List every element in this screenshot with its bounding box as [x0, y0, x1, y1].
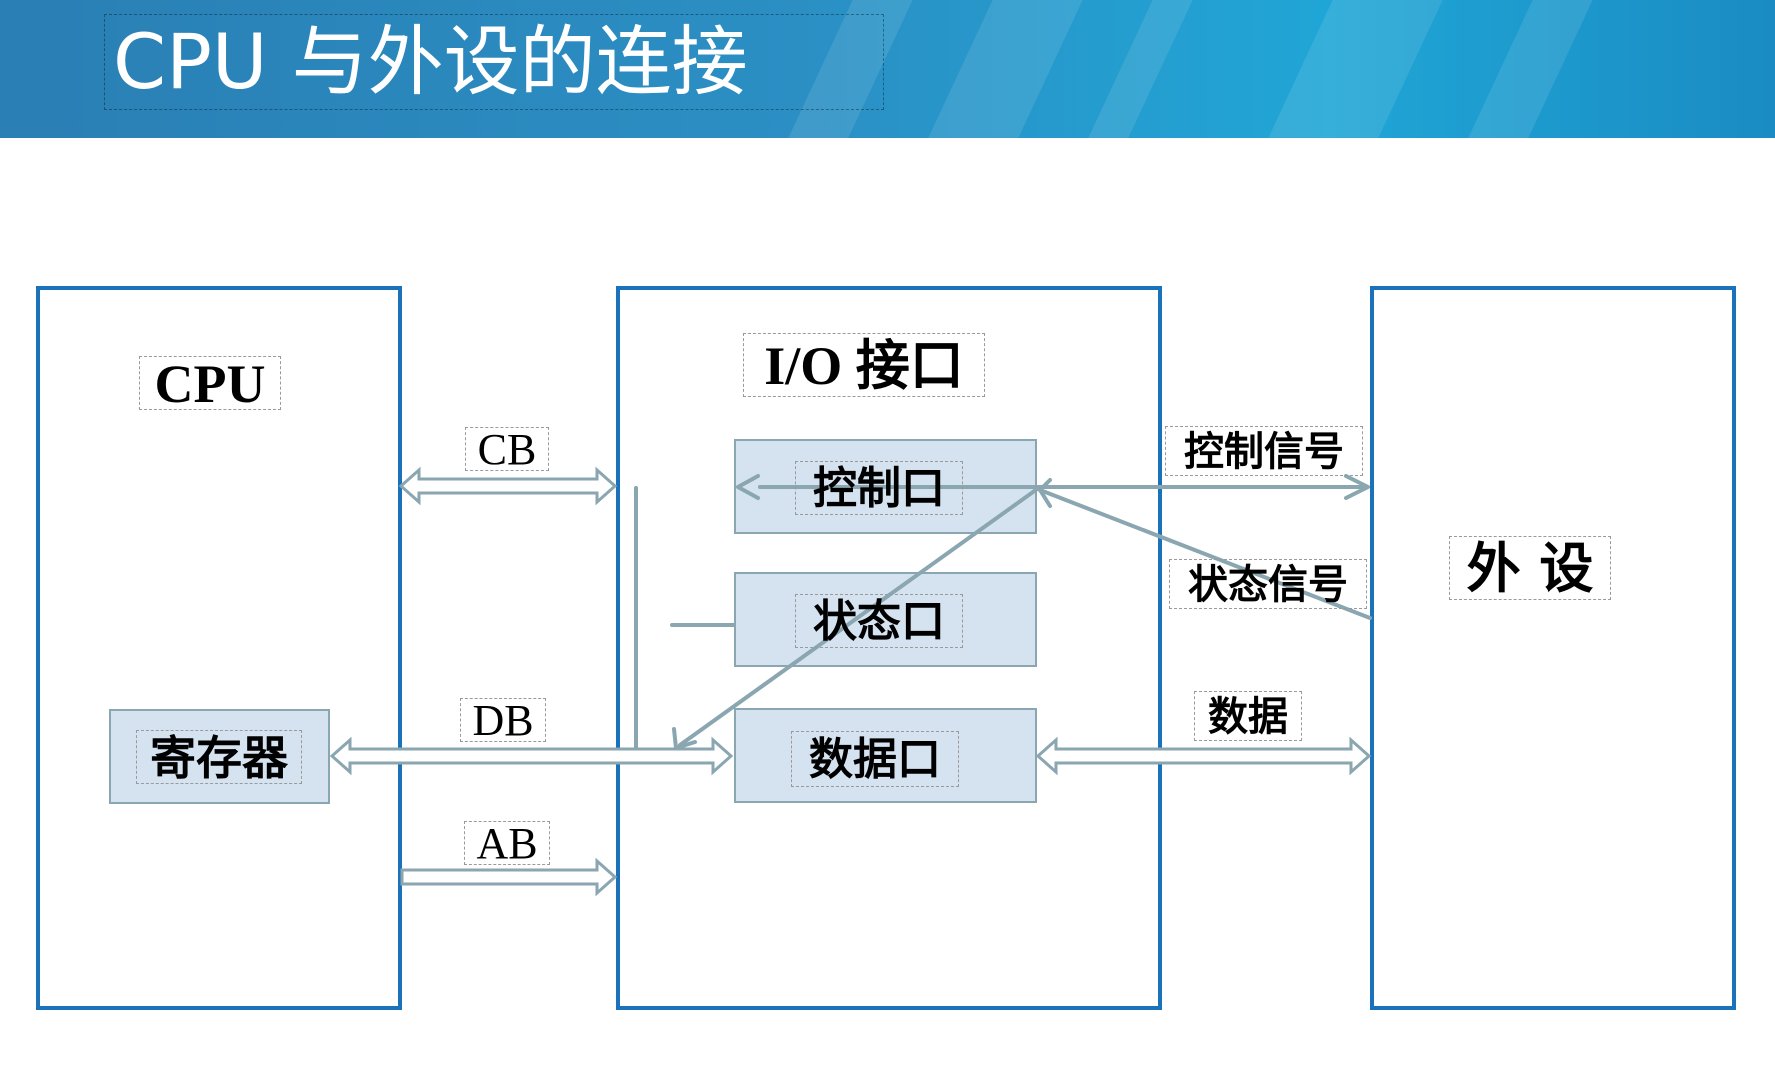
data-signal-label: 数据	[1194, 691, 1302, 741]
data-port-box	[734, 708, 1037, 803]
status-port-label: 状态口	[795, 594, 963, 648]
io-interface-title: I/O 接口	[743, 333, 985, 397]
data-port-label: 数据口	[791, 731, 959, 787]
control-signal-label: 控制信号	[1165, 426, 1363, 476]
internal-diagonal-line	[678, 485, 1042, 747]
ab-bus-arrow	[400, 857, 618, 897]
cb-bus-label: CB	[465, 427, 549, 472]
status-signal-label: 状态信号	[1169, 559, 1367, 609]
status-signal-line	[1038, 488, 1372, 620]
status-signal-arrowhead	[1038, 478, 1052, 508]
cpu-title: CPU	[139, 356, 281, 411]
peripheral-panel	[1370, 286, 1736, 1010]
slide-title[interactable]: CPU 与外设的连接	[104, 14, 884, 110]
db-bus-label: DB	[460, 698, 546, 743]
data-signal-arrow	[1035, 736, 1372, 776]
ab-bus-label: AB	[464, 821, 550, 866]
header-banner: CPU 与外设的连接	[0, 0, 1775, 138]
status-port-box	[734, 572, 1037, 667]
db-bus-arrow	[329, 736, 734, 776]
control-signal-arrowhead	[1344, 474, 1370, 500]
internal-diagonal-arrowhead	[672, 727, 697, 750]
control-port-label: 控制口	[795, 461, 963, 515]
register-box	[109, 709, 330, 804]
register-label: 寄存器	[136, 730, 302, 785]
cb-bus-arrow	[398, 466, 618, 506]
cpu-panel	[36, 286, 402, 1010]
peripheral-title: 外 设	[1449, 536, 1611, 600]
control-port-arrowhead	[736, 474, 760, 500]
